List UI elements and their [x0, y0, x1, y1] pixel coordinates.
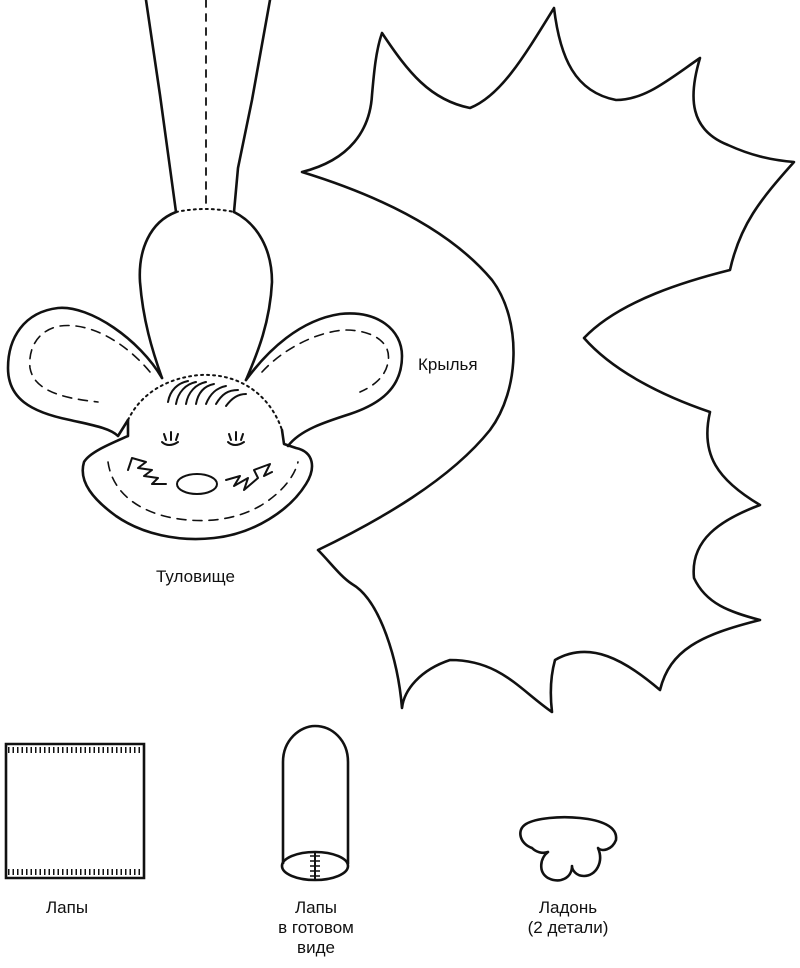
paws-finished-label-line1: Лапы	[294, 898, 338, 917]
head-top-dotted	[128, 375, 282, 430]
palm-label-line1: Ладонь	[538, 898, 598, 917]
torso-right-edge	[234, 0, 270, 212]
paws-pattern	[6, 744, 144, 878]
nose	[177, 474, 217, 494]
paws-square	[6, 744, 144, 878]
left-ear-dashed	[30, 325, 150, 402]
left-ear	[8, 308, 162, 436]
wings-label: Крылья	[418, 355, 478, 374]
paws-finished-label-line2: в готовом	[278, 918, 354, 937]
right-ear	[246, 313, 402, 446]
paws-finished-label-line3: виде	[297, 938, 335, 957]
neck	[140, 212, 272, 380]
body-label: Туловище	[156, 567, 235, 586]
eyes	[162, 432, 244, 445]
palm-pattern	[520, 817, 616, 880]
face-dashed	[108, 462, 298, 521]
hair-tufts	[168, 381, 246, 406]
face-outline	[83, 420, 312, 539]
torso-left-edge	[146, 0, 176, 212]
wings-pattern	[302, 8, 794, 712]
cylinder-top	[283, 726, 348, 762]
right-ear-dashed	[262, 330, 389, 392]
palm-label: Ладонь (2 детали)	[512, 898, 624, 938]
palm-label-line2: (2 детали)	[527, 918, 609, 937]
left-whiskers	[128, 458, 166, 484]
paws-label: Лапы	[46, 898, 89, 917]
paws-finished-label: Лапы в готовом виде	[262, 898, 370, 958]
body-pattern	[8, 0, 402, 539]
cylinder-seam-stitches	[310, 856, 320, 876]
right-whiskers	[226, 464, 272, 490]
paws-finished-pattern	[282, 726, 348, 880]
torso-dotted-join	[176, 209, 234, 212]
